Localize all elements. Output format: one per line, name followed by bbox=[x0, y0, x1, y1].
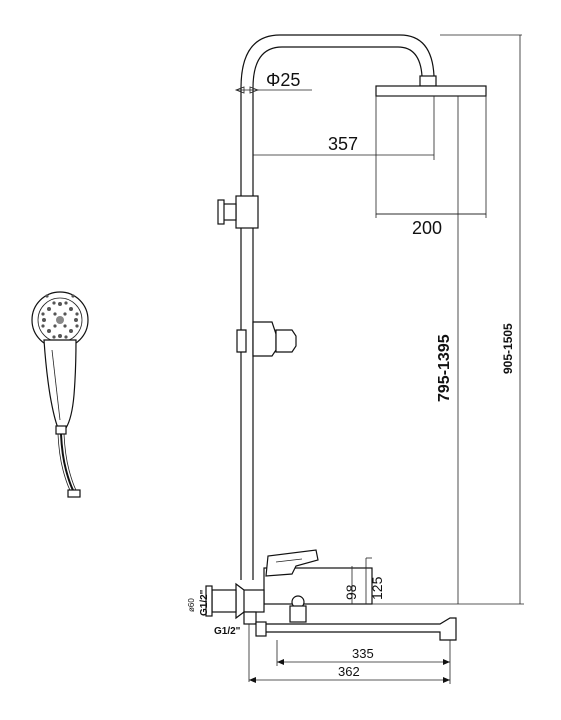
overhead-shower-head bbox=[375, 85, 487, 215]
hand-shower-illustration bbox=[31, 291, 89, 498]
head-width-label: 200 bbox=[412, 218, 442, 238]
thread-label-lower: G1/2" bbox=[214, 626, 241, 637]
arm-reach-label: 357 bbox=[328, 134, 358, 154]
hand-shower-slider bbox=[236, 321, 297, 357]
hand-shower-nozzles-icon bbox=[41, 294, 79, 339]
hose-line bbox=[60, 433, 75, 493]
total-height-range-label: 905-1505 bbox=[501, 323, 515, 374]
spout-reach-335-label: 335 bbox=[352, 646, 374, 661]
spout-reach-362-label: 362 bbox=[338, 664, 360, 679]
mixer-height-125-label: 125 bbox=[369, 576, 385, 600]
head-height-range-label: 795-1395 bbox=[436, 334, 453, 402]
pipe-diameter-label: Φ25 bbox=[266, 70, 300, 90]
dimension-lines bbox=[234, 34, 524, 684]
riser-pipe bbox=[240, 34, 437, 580]
connector-diameter-label: ø60 bbox=[187, 598, 196, 612]
bath-mixer bbox=[205, 549, 457, 641]
wall-bracket-upper bbox=[217, 195, 259, 229]
mixer-height-98-label: 98 bbox=[343, 584, 359, 600]
thread-label-upper: G1/2" bbox=[199, 589, 210, 616]
